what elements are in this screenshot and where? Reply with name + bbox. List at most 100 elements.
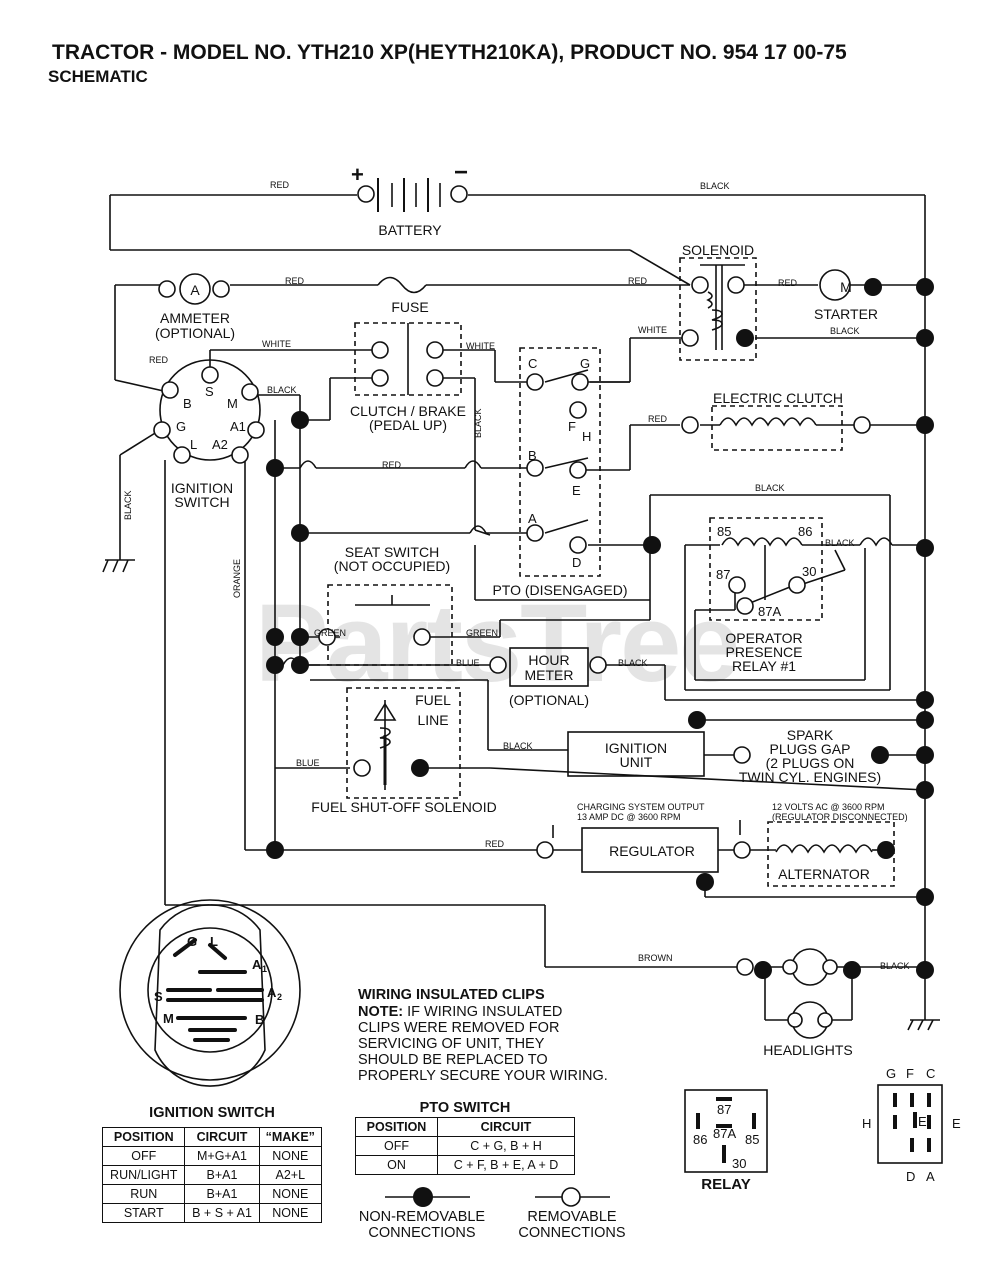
- pto-pin-label: G: [886, 1066, 897, 1081]
- pin-label: H: [582, 429, 592, 444]
- fuel-line-label: LINE: [417, 712, 449, 728]
- ac-output-label: 12 VOLTS AC @ 3600 RPM: [772, 802, 885, 812]
- ignition-switch-label: SWITCH: [174, 494, 230, 510]
- wire-label: GREEN: [466, 628, 499, 638]
- page-subtitle: SCHEMATIC: [48, 67, 148, 86]
- relay-pin-label: 86: [693, 1132, 708, 1147]
- solenoid-label: SOLENOID: [681, 242, 755, 258]
- legend-non-removable: CONNECTIONS: [368, 1225, 476, 1241]
- spark-plugs-label: TWIN CYL. ENGINES): [738, 769, 882, 785]
- table-cell: M+G+A1: [184, 1146, 260, 1166]
- pin-label: 86: [798, 524, 813, 539]
- relay-pin-label: 85: [745, 1132, 760, 1147]
- clutch-brake-label: CLUTCH / BRAKE: [350, 403, 466, 419]
- table-cell: NONE: [258, 1184, 323, 1204]
- hour-meter-label: METER: [524, 667, 574, 683]
- wire-label: BLACK: [473, 408, 483, 438]
- relay-label: PRESENCE: [725, 644, 803, 660]
- wire-label: BLACK: [700, 181, 730, 191]
- seat-switch-label: SEAT SWITCH: [344, 544, 440, 560]
- table-cell: NONE: [258, 1203, 323, 1223]
- table-cell: B + S + A1: [184, 1203, 260, 1223]
- table-cell: OFF: [101, 1146, 186, 1166]
- pin-label: S: [205, 384, 214, 399]
- wire-label: BLACK: [830, 326, 860, 336]
- relay-label: OPERATOR: [725, 630, 803, 646]
- headlights-label: HEADLIGHTS: [763, 1042, 853, 1058]
- relay-pin-label: 87: [717, 1102, 732, 1117]
- wire-label: BLACK: [503, 741, 533, 751]
- pto-pin-label: A: [926, 1169, 935, 1184]
- pto-switch-table: POSITION CIRCUIT OFF C + G, B + H ON C +…: [355, 1117, 576, 1175]
- seat-switch-sub-label: (NOT OCCUPIED): [333, 558, 451, 574]
- fuse-label: FUSE: [391, 299, 429, 315]
- face-letter: B: [255, 1012, 265, 1027]
- pin-label: A: [528, 511, 537, 526]
- table-cell: RUN: [101, 1184, 186, 1204]
- pin-label: 87: [716, 567, 731, 582]
- spark-plugs-label: SPARK: [786, 727, 834, 743]
- relay-label: RELAY #1: [731, 658, 797, 674]
- table-cell: A2+L: [258, 1165, 323, 1185]
- wire-label: RED: [382, 460, 402, 470]
- table-cell: ON: [355, 1155, 438, 1175]
- pto-pin-label: E: [918, 1114, 927, 1129]
- ac-output-label: (REGULATOR DISCONNECTED): [772, 812, 908, 822]
- table-cell: NONE: [258, 1146, 323, 1166]
- clips-note-line: SERVICING OF UNIT, THEY: [358, 1036, 545, 1052]
- page-title: TRACTOR - MODEL NO. YTH210 XP(HEYTH210KA…: [52, 41, 847, 64]
- relay-pin-label: 87A: [713, 1126, 737, 1141]
- pto-pin-label: C: [926, 1066, 936, 1081]
- pin-label: B: [183, 396, 192, 411]
- table-cell: START: [101, 1203, 186, 1223]
- table-cell: B+A1: [184, 1184, 260, 1204]
- clips-title: WIRING INSULATED CLIPS: [358, 987, 545, 1003]
- battery-label: BATTERY: [378, 222, 442, 238]
- wire-label: WHITE: [466, 341, 495, 351]
- ignition-unit-label: UNIT: [619, 754, 653, 770]
- table-cell: C + F, B + E, A + D: [436, 1155, 576, 1175]
- wire-label: RED: [270, 180, 290, 190]
- pin-label: E: [572, 483, 581, 498]
- face-letter-sub: 1: [262, 964, 268, 974]
- hour-meter-label: HOUR: [528, 652, 570, 668]
- pin-label: M: [227, 396, 238, 411]
- wire-label: ORANGE: [232, 558, 242, 598]
- wire-label: GREEN: [314, 628, 347, 638]
- alternator-label: ALTERNATOR: [778, 866, 870, 882]
- pin-label: 30: [802, 564, 817, 579]
- wire-label: BLUE: [456, 658, 480, 668]
- wire-label: WHITE: [262, 339, 291, 349]
- legend-removable: REMOVABLE: [527, 1209, 617, 1225]
- clips-note-line: PROPERLY SECURE YOUR WIRING.: [358, 1068, 608, 1084]
- wire-label: RED: [149, 355, 169, 365]
- ignition-switch-label: IGNITION: [170, 480, 234, 496]
- face-letter: G: [187, 934, 198, 949]
- pto-pin-label: F: [906, 1066, 914, 1081]
- wire-label: RED: [485, 839, 505, 849]
- pin-label: D: [572, 555, 582, 570]
- clips-note-line: IF WIRING INSULATED: [403, 1004, 563, 1020]
- fuel-line-label: FUEL: [415, 692, 451, 708]
- battery-positive-sign: +: [351, 162, 364, 187]
- ignition-table-title: IGNITION SWITCH: [149, 1105, 275, 1121]
- hour-meter-optional-label: (OPTIONAL): [508, 692, 590, 708]
- wire-label: BROWN: [638, 953, 673, 963]
- ammeter-label: AMMETER: [160, 310, 230, 326]
- wire-label: BLACK: [880, 961, 910, 971]
- clutch-brake-sub-label: (PEDAL UP): [368, 417, 448, 433]
- relay-pin-label: 30: [732, 1156, 747, 1171]
- relay-diagram-title: RELAY: [701, 1176, 751, 1193]
- wire-label: BLACK: [267, 385, 297, 395]
- wire-label: BLACK: [755, 483, 785, 493]
- clips-note-line: CLIPS WERE REMOVED FOR: [358, 1020, 560, 1036]
- ignition-unit-label: IGNITION: [604, 740, 668, 756]
- pin-label: F: [568, 419, 576, 434]
- pto-table-title: PTO SWITCH: [419, 1100, 511, 1116]
- face-letter: S: [154, 989, 163, 1004]
- table-header: “MAKE”: [258, 1127, 323, 1147]
- wire-label: WHITE: [638, 325, 667, 335]
- battery-negative-sign: −: [454, 159, 469, 186]
